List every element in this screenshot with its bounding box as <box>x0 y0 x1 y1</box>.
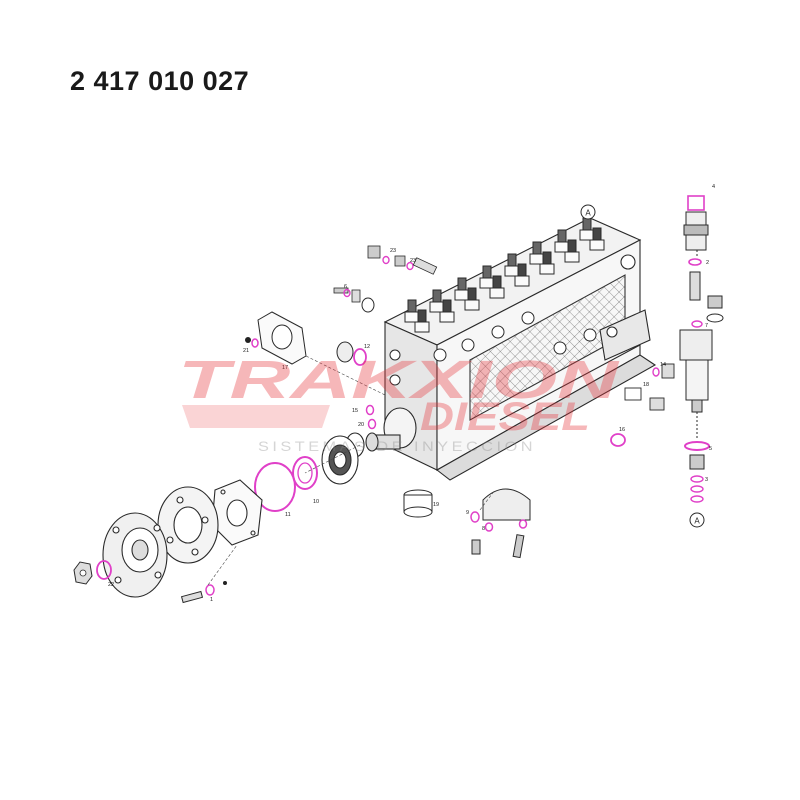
part-number-title: 2 417 010 027 <box>70 66 250 96</box>
callout-16: 16 <box>619 427 625 433</box>
bolt <box>180 581 227 604</box>
cylinder-plug <box>403 489 433 518</box>
drive-flange <box>157 486 219 564</box>
callout-12: 12 <box>364 344 370 350</box>
pump-housing <box>383 217 657 481</box>
callout-3: 3 <box>705 477 708 483</box>
bearing <box>321 435 359 485</box>
screw-head <box>245 337 251 343</box>
callout-10: 10 <box>313 499 319 505</box>
callout-9: 9 <box>466 510 469 516</box>
callout-numbers: 1 2 3 4 5 6 7 8 9 10 11 12 14 15 16 17 1… <box>108 184 715 603</box>
watermark-tagline: SISTEMAS DE INYECCION <box>258 438 536 454</box>
callout-5: 5 <box>709 446 712 452</box>
callout-1: 1 <box>210 597 213 603</box>
stud-and-bracket <box>470 488 531 559</box>
gasket-o-ring <box>254 462 296 512</box>
camshaft-end <box>345 407 417 458</box>
delivery-valve-stack <box>679 195 724 503</box>
reference-label-bottom: A <box>694 517 700 526</box>
coupling-hub <box>102 512 168 598</box>
callout-7: 7 <box>705 323 708 329</box>
callout-20: 20 <box>358 422 364 428</box>
washer <box>251 338 259 348</box>
callout-8: 8 <box>482 526 485 532</box>
small-seals-left <box>365 404 377 430</box>
bleed-screw-assembly <box>333 245 438 313</box>
callout-21: 21 <box>243 348 249 354</box>
callout-23b: 23 <box>410 258 416 264</box>
shaft-seal <box>336 341 367 366</box>
callout-19: 19 <box>433 502 439 508</box>
callout-11: 11 <box>285 512 291 518</box>
washer-and-nut <box>73 560 112 585</box>
callout-18: 18 <box>643 382 649 388</box>
watermark-brand-line1: TRAKXION <box>178 350 620 410</box>
watermark: TRAKXION DIESEL SISTEMAS DE INYECCION <box>178 350 620 454</box>
reference-marker-top: A <box>580 204 596 220</box>
radial-seal <box>292 456 318 490</box>
reference-label-top: A <box>585 209 591 218</box>
leader-lines <box>207 355 496 586</box>
governor-side-parts <box>610 363 675 447</box>
callout-4: 4 <box>712 184 715 190</box>
end-plate <box>211 479 263 546</box>
callout-22: 22 <box>108 582 114 588</box>
watermark-brand-line2: DIESEL <box>420 395 590 439</box>
callout-14: 14 <box>660 362 666 368</box>
callout-23a: 23 <box>390 248 396 254</box>
delivery-valve-holders <box>404 217 605 333</box>
callout-6: 6 <box>344 284 347 290</box>
reference-marker-bottom: A <box>689 512 705 528</box>
housing-ports <box>389 311 597 386</box>
callout-2: 2 <box>706 260 709 266</box>
callout-15: 15 <box>352 408 358 414</box>
callout-17: 17 <box>282 365 288 371</box>
